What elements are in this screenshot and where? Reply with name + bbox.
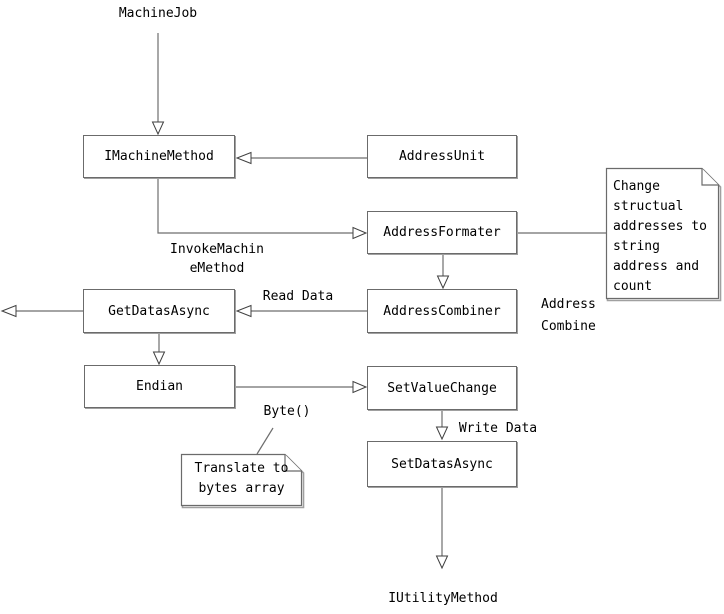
- arrowhead-down-icon: [435, 555, 449, 570]
- edge-imachinemethod-addressformater: [157, 178, 353, 234]
- arrowhead-left-icon: [235, 151, 252, 165]
- note-shape-icon: [180, 453, 305, 509]
- node-address-formater: AddressFormater: [367, 211, 517, 254]
- node-label: AddressCombiner: [383, 303, 501, 319]
- note-change-addresses: Change structual addresses to string add…: [605, 167, 722, 302]
- node-endian: Endian: [84, 365, 235, 408]
- arrowhead-right-icon: [352, 226, 368, 240]
- node-label: GetDatasAsync: [108, 303, 210, 319]
- arrowhead-down-icon: [435, 426, 449, 441]
- arrowhead-down-icon: [152, 351, 166, 366]
- node-imachine-method: IMachineMethod: [83, 135, 235, 178]
- node-label: Endian: [136, 379, 183, 394]
- edge-label-invoke-machine-method: InvokeMachin eMethod: [170, 242, 264, 276]
- terminal-machine-job: MachineJob: [118, 6, 198, 21]
- node-set-datas-async: SetDatasAsync: [367, 441, 517, 487]
- node-address-combiner: AddressCombiner: [367, 289, 517, 333]
- node-address-unit: AddressUnit: [367, 135, 517, 178]
- arrowhead-right-icon: [352, 380, 368, 394]
- node-label: SetDatasAsync: [391, 456, 493, 472]
- note-translate-bytes: Translate to bytes array: [180, 453, 305, 509]
- arrowhead-left-icon: [0, 304, 17, 318]
- node-label: AddressFormater: [383, 225, 501, 240]
- edge-label-read-data: Read Data: [262, 289, 334, 304]
- terminal-iutility-method: IUtilityMethod: [388, 591, 498, 606]
- arrowhead-down-icon: [151, 121, 165, 136]
- note-text: Change structual addresses to string add…: [613, 179, 707, 294]
- arrowhead-down-icon: [436, 275, 450, 290]
- note-shape-icon: [605, 167, 722, 302]
- node-label: AddressUnit: [398, 149, 486, 164]
- node-set-value-change: SetValueChange: [367, 366, 517, 410]
- edge-label-address-combine: Address Combine: [541, 297, 596, 334]
- edge-label-byte: Byte(): [263, 404, 311, 419]
- node-label: IMachineMethod: [104, 149, 214, 164]
- node-get-datas-async: GetDatasAsync: [83, 289, 235, 333]
- arrowhead-left-icon: [235, 304, 252, 318]
- node-label: SetValueChange: [387, 380, 497, 396]
- edge-label-write-data: Write Data: [458, 421, 538, 436]
- note-text: Translate to bytes array: [194, 461, 289, 496]
- edge-byte-translatenote: [256, 427, 274, 455]
